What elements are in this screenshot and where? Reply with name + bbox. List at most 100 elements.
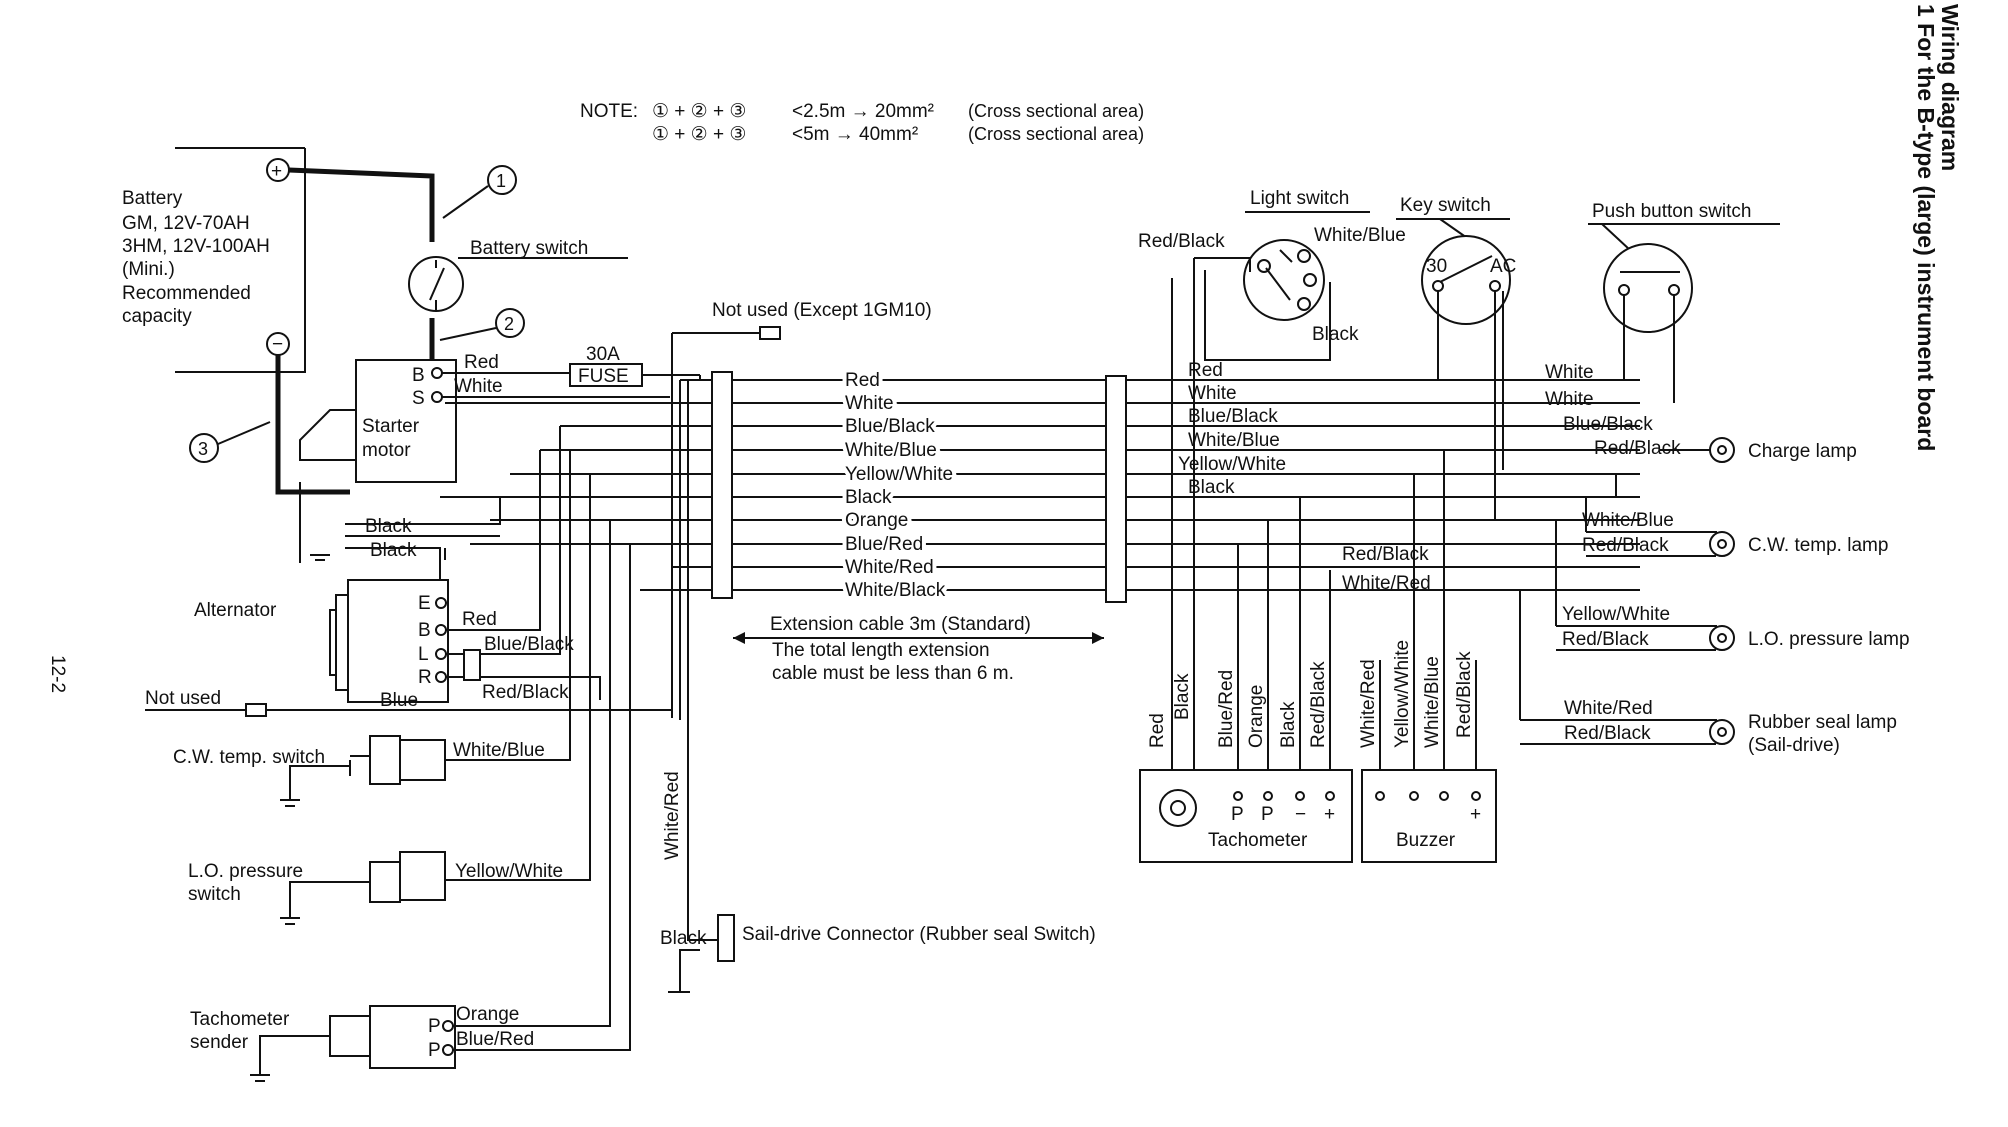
cw-temp-switch: C.W. temp. switch White/Blue: [173, 450, 571, 807]
not-used-top-plug: [759, 326, 781, 340]
sail-drive-connector: White/Red Black Sail-drive Connector (Ru…: [660, 725, 1096, 993]
starter-red-wire: Red: [464, 352, 499, 373]
marker-2: 2: [439, 308, 525, 341]
key-switch: Key switch 30 AC: [1396, 195, 1516, 520]
alt-blue-black-wire: Blue/Black: [484, 634, 574, 655]
panel-wires: [1126, 379, 1640, 591]
buzzer-wire-white-blue: White/Blue: [1422, 656, 1443, 748]
tach-wire-red: Red: [1147, 713, 1168, 748]
lo-switch-label-2: switch: [188, 884, 241, 905]
harness-label-black: Black: [845, 487, 892, 508]
alternator-label: Alternator: [194, 600, 277, 621]
note-line1-area: (Cross sectional area): [968, 101, 1144, 121]
tach-term-plus: +: [1324, 804, 1335, 825]
alt-term-l: L: [418, 644, 429, 665]
harness-connector-right: [1105, 375, 1127, 603]
right-cw-red-black: Red/Black: [1582, 535, 1669, 556]
light-switch-label: Light switch: [1250, 188, 1349, 209]
lo-switch-wire: Yellow/White: [455, 861, 563, 882]
note-label: NOTE:: [580, 101, 638, 122]
not-used-top-label: Not used (Except 1GM10): [712, 300, 932, 321]
svg-text:2: 2: [504, 314, 514, 334]
right-white-2: White: [1545, 389, 1594, 410]
note-line1-nums: ① + ② + ③: [652, 101, 746, 122]
starter-white-wire: White: [454, 376, 503, 397]
right-white-1: White: [1545, 362, 1594, 383]
battery-switch-label: Battery switch: [470, 238, 588, 259]
tach-term-minus: −: [1295, 804, 1306, 825]
not-used-left-plug: [245, 703, 267, 717]
buzzer-wire-white-red: White/Red: [1358, 659, 1379, 748]
tachometer: P P − + Tachometer: [1139, 769, 1353, 863]
buzzer-wire-yellow-white: Yellow/White: [1392, 640, 1413, 748]
harness-label-white: White: [845, 393, 894, 414]
panel-wire-labels: Red White Blue/Black White/Blue Yellow/W…: [1178, 360, 1286, 498]
battery-label-0: Battery: [122, 188, 183, 209]
title-main: Wiring diagram: [1937, 4, 1963, 171]
key-switch-30: 30: [1426, 256, 1447, 277]
harness-label-orange: Orange: [845, 510, 908, 531]
charge-lamp-label: Charge lamp: [1748, 441, 1857, 462]
alt-red-wire: Red: [462, 609, 497, 630]
black-label-1: Black: [365, 516, 412, 537]
battery-label-5: capacity: [122, 306, 192, 327]
harness-label-blue-red: Blue/Red: [845, 534, 923, 555]
cw-temp-lamp: C.W. temp. lamp: [1709, 531, 1888, 557]
cw-switch-label: C.W. temp. switch: [173, 747, 325, 768]
harness-label-white-blue: White/Blue: [845, 440, 937, 461]
battery-switch: Battery switch: [408, 238, 628, 312]
starter-label-2: motor: [362, 440, 411, 461]
starter-label-1: Starter: [362, 416, 420, 437]
alt-term-e: E: [418, 593, 431, 614]
buzzer: + Buzzer: [1361, 769, 1497, 863]
note-line2-nums: ① + ② + ③: [652, 124, 746, 145]
tachometer-sender: Tachometer sender P P Orange Blue/Red: [190, 520, 631, 1082]
tachometer-label: Tachometer: [1208, 830, 1308, 851]
right-charge-red-black: Red/Black: [1594, 438, 1681, 459]
tach-wire-red-black: Red/Black: [1308, 661, 1329, 748]
mid-red-black: Red/Black: [1342, 544, 1429, 565]
right-lo-red-black: Red/Black: [1562, 629, 1649, 650]
push-button-switch: Push button switch: [1588, 201, 1780, 403]
tach-term-p2: P: [1261, 804, 1274, 825]
mid-white-red: White/Red: [1342, 573, 1431, 594]
black-label-2: Black: [370, 540, 417, 561]
extension-label: Extension cable 3m (Standard): [770, 614, 1031, 635]
tach-sender-p1: P: [428, 1016, 441, 1037]
tach-sender-orange: Orange: [456, 1004, 519, 1025]
sail-drive-label: Sail-drive Connector (Rubber seal Switch…: [742, 924, 1096, 945]
fuse-label: FUSE: [578, 366, 629, 387]
tach-wire-black-2: Black: [1278, 701, 1299, 748]
right-rs-red-black: Red/Black: [1564, 723, 1651, 744]
tach-wire-blue-red: Blue/Red: [1216, 670, 1237, 748]
note-line2-area: (Cross sectional area): [968, 124, 1144, 144]
harness-label-white-red: White/Red: [845, 557, 934, 578]
push-button-label: Push button switch: [1592, 201, 1751, 222]
harness-label-red: Red: [845, 370, 880, 391]
cw-switch-wire: White/Blue: [453, 740, 545, 761]
lo-lamp-label: L.O. pressure lamp: [1748, 629, 1910, 650]
buzzer-label: Buzzer: [1396, 830, 1456, 851]
battery-label-1: GM, 12V-70AH: [122, 213, 250, 234]
note-line1-text: <2.5m → 20mm²: [792, 101, 934, 122]
light-switch-white-blue: White/Blue: [1314, 225, 1406, 246]
svg-text:1: 1: [496, 171, 506, 191]
title-sub: 1 For the B-type (large) instrument boar…: [1913, 4, 1939, 451]
panel-label-white-blue: White/Blue: [1188, 430, 1280, 451]
gauge-wires: [1171, 426, 1477, 790]
harness-labels: Red White Blue/Black White/Blue Yellow/W…: [841, 366, 957, 605]
tach-wire-black: Black: [1172, 673, 1193, 720]
marker-3: 3: [189, 421, 271, 463]
panel-label-blue-black: Blue/Black: [1188, 406, 1278, 427]
panel-label-black: Black: [1188, 477, 1235, 498]
alt-term-b: B: [418, 620, 431, 641]
battery-positive-cable: [288, 167, 435, 242]
gauge-wire-labels: Red Black Blue/Red Orange Black Red/Blac…: [1147, 640, 1475, 748]
right-cw-white-blue: White/Blue: [1582, 510, 1674, 531]
alt-red-black-wire: Red/Black: [482, 682, 569, 703]
light-switch: Light switch Red/Black White/Blue Black: [1138, 188, 1406, 497]
battery-minus: −: [272, 334, 283, 355]
note-line2-text: <5m → 40mm²: [792, 124, 918, 145]
battery: + − Battery GM, 12V-70AH 3HM, 12V-100AH …: [122, 147, 306, 373]
